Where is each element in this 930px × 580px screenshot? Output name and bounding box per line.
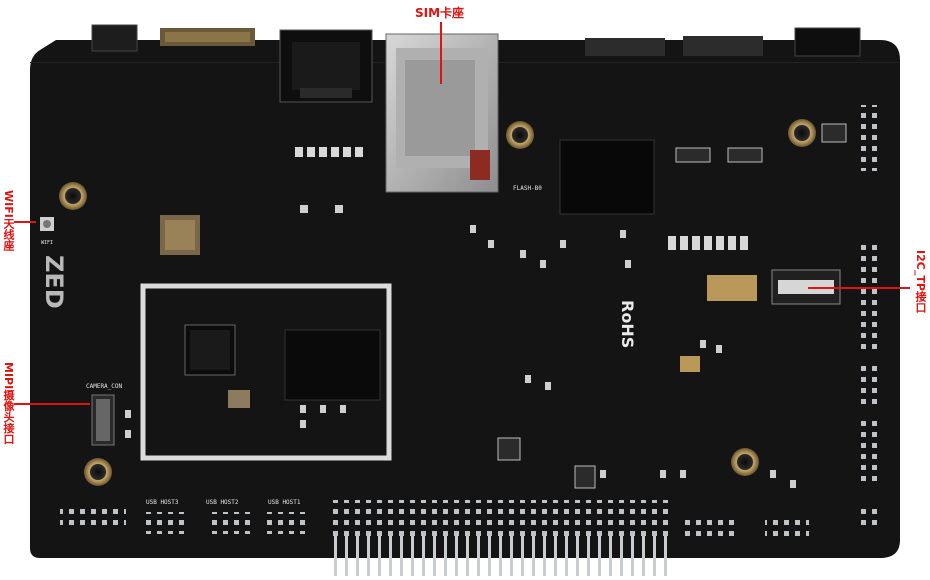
- mount-hole: [506, 121, 534, 149]
- gpio-protruding-pins: [330, 536, 670, 576]
- mipi-callout: MIPI摄像头接口: [2, 362, 15, 445]
- usb-host1-label: USB HOST1: [268, 499, 301, 506]
- pin-header-right: [860, 365, 882, 409]
- usb-host2-label: USB HOST2: [206, 499, 239, 506]
- audio-jack: [91, 24, 138, 52]
- usb-host3-label: USB HOST3: [146, 499, 179, 506]
- rohs-mark: RoHS: [618, 300, 637, 348]
- dc-jack: [794, 27, 861, 57]
- gold-pad: [680, 356, 700, 372]
- small-pin-header: [60, 508, 126, 530]
- pin-header-right: [860, 240, 882, 306]
- gpio-main-header: [330, 500, 670, 536]
- pin-header-right: [860, 420, 882, 486]
- mount-hole: [59, 182, 87, 210]
- usb-host3-pins: [146, 512, 190, 534]
- i2c-callout: I2C_TP接口: [914, 250, 927, 313]
- camera-label: CAMERA_CON: [86, 383, 123, 390]
- usb-connector-b: [683, 36, 763, 56]
- gold-pad: [707, 275, 757, 301]
- small-pin-header: [765, 518, 809, 540]
- core-module-outline: [140, 283, 392, 461]
- usb-host1-pins: [266, 512, 310, 534]
- pcb-board: [30, 40, 900, 558]
- pin-header-right: [860, 508, 882, 530]
- mount-hole: [788, 119, 816, 147]
- board-logo: ZED: [40, 255, 68, 309]
- small-pin-header: [680, 515, 740, 537]
- pin-header-right: [860, 105, 882, 171]
- resistor-array: [295, 147, 748, 250]
- callout-lines: [14, 22, 910, 405]
- wifi-label: WIFI: [41, 240, 53, 246]
- main-chip: [559, 139, 655, 215]
- usb-host2-pins: [206, 512, 250, 534]
- flash-label: FLASH-B0: [513, 185, 542, 192]
- mount-hole: [84, 458, 112, 486]
- capacitors: [497, 123, 847, 489]
- sim-slot-callout: SIM卡座: [415, 6, 465, 20]
- smd-components: [125, 205, 796, 488]
- pin-header-right: [860, 305, 882, 349]
- wifi-callout: WIFI天线座: [2, 190, 15, 251]
- mount-hole: [731, 448, 759, 476]
- usb-connector-a: [585, 38, 665, 56]
